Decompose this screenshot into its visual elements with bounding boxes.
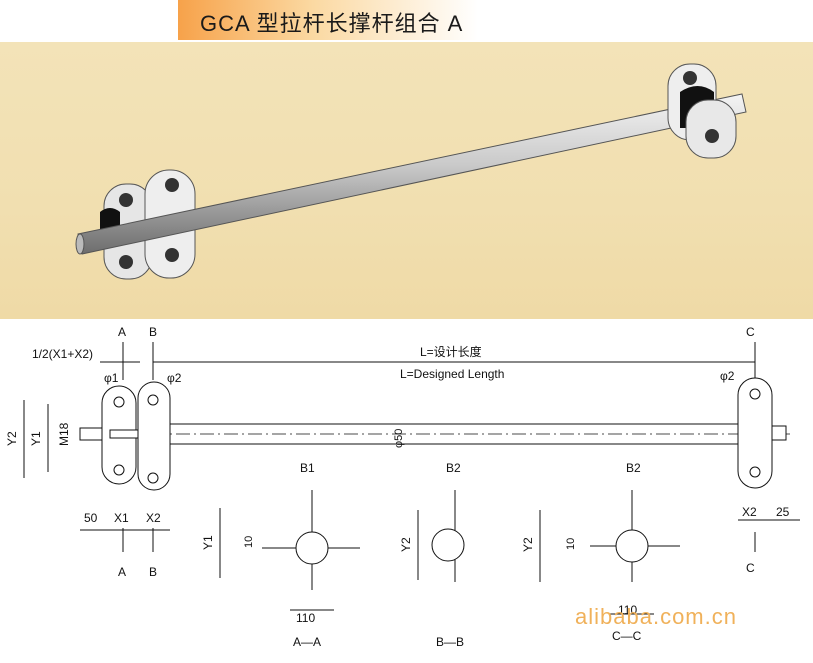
cc-width-label: 110 bbox=[618, 603, 637, 617]
d25-label: 25 bbox=[776, 505, 790, 519]
left-plate-b-drawing bbox=[137, 381, 171, 491]
x2-label: X2 bbox=[146, 511, 161, 525]
section-cc: B2 Y2 10 110 C—C bbox=[521, 461, 680, 643]
x2-right-label: X2 bbox=[742, 505, 757, 519]
label-a-top: A bbox=[118, 325, 126, 339]
right-plate-drawing bbox=[737, 377, 773, 489]
length-cn-label: L=设计长度 bbox=[420, 344, 482, 359]
aa-ten-label: 10 bbox=[243, 536, 255, 548]
label-c-bottom: C bbox=[746, 561, 755, 575]
section-aa: B1 Y1 10 110 A—A bbox=[201, 461, 360, 649]
half-sum-label: 1/2(X1+X2) bbox=[32, 347, 93, 361]
technical-drawing: A B A B C C L=设计长度 L=Designed Length 1/2… bbox=[0, 320, 813, 658]
phi2-right-label: φ2 bbox=[720, 369, 735, 383]
label-c-top: C bbox=[746, 325, 755, 339]
m18-label: M18 bbox=[57, 422, 71, 446]
drawing-svg: A B A B C C L=设计长度 L=Designed Length 1/2… bbox=[5, 325, 800, 649]
phi50-label: φ50 bbox=[393, 429, 405, 448]
product-photo bbox=[0, 42, 813, 319]
y2-label: Y2 bbox=[5, 431, 19, 446]
right-plate-back bbox=[685, 99, 737, 159]
cc-b-label: B2 bbox=[626, 461, 641, 475]
d50-label: 50 bbox=[84, 511, 98, 525]
section-bb: B2 Y2 B—B bbox=[399, 461, 465, 649]
cc-ten-label: 10 bbox=[565, 538, 577, 550]
aa-y-label: Y1 bbox=[201, 535, 215, 550]
bb-b-label: B2 bbox=[446, 461, 461, 475]
x1-label: X1 bbox=[114, 511, 129, 525]
page-title: GCA 型拉杆长撑杆组合 A bbox=[200, 11, 464, 36]
aa-section-name: A—A bbox=[293, 635, 321, 649]
aa-width-label: 110 bbox=[296, 611, 315, 625]
length-en-label: L=Designed Length bbox=[400, 367, 504, 381]
bb-y-label: Y2 bbox=[399, 537, 413, 552]
label-b-bottom: B bbox=[149, 565, 157, 579]
watermark: alibaba.com.cn bbox=[575, 604, 737, 629]
y1-label: Y1 bbox=[29, 431, 43, 446]
title-banner bbox=[178, 0, 478, 40]
label-b-top: B bbox=[149, 325, 157, 339]
phi1-label: φ1 bbox=[104, 371, 119, 385]
label-a-bottom: A bbox=[118, 565, 126, 579]
phi2-label: φ2 bbox=[167, 371, 182, 385]
tie-rod-render bbox=[75, 63, 747, 280]
cc-y-label: Y2 bbox=[521, 537, 535, 552]
bb-section-name: B—B bbox=[436, 635, 464, 649]
aa-b-label: B1 bbox=[300, 461, 315, 475]
cc-section-name: C—C bbox=[612, 629, 642, 643]
